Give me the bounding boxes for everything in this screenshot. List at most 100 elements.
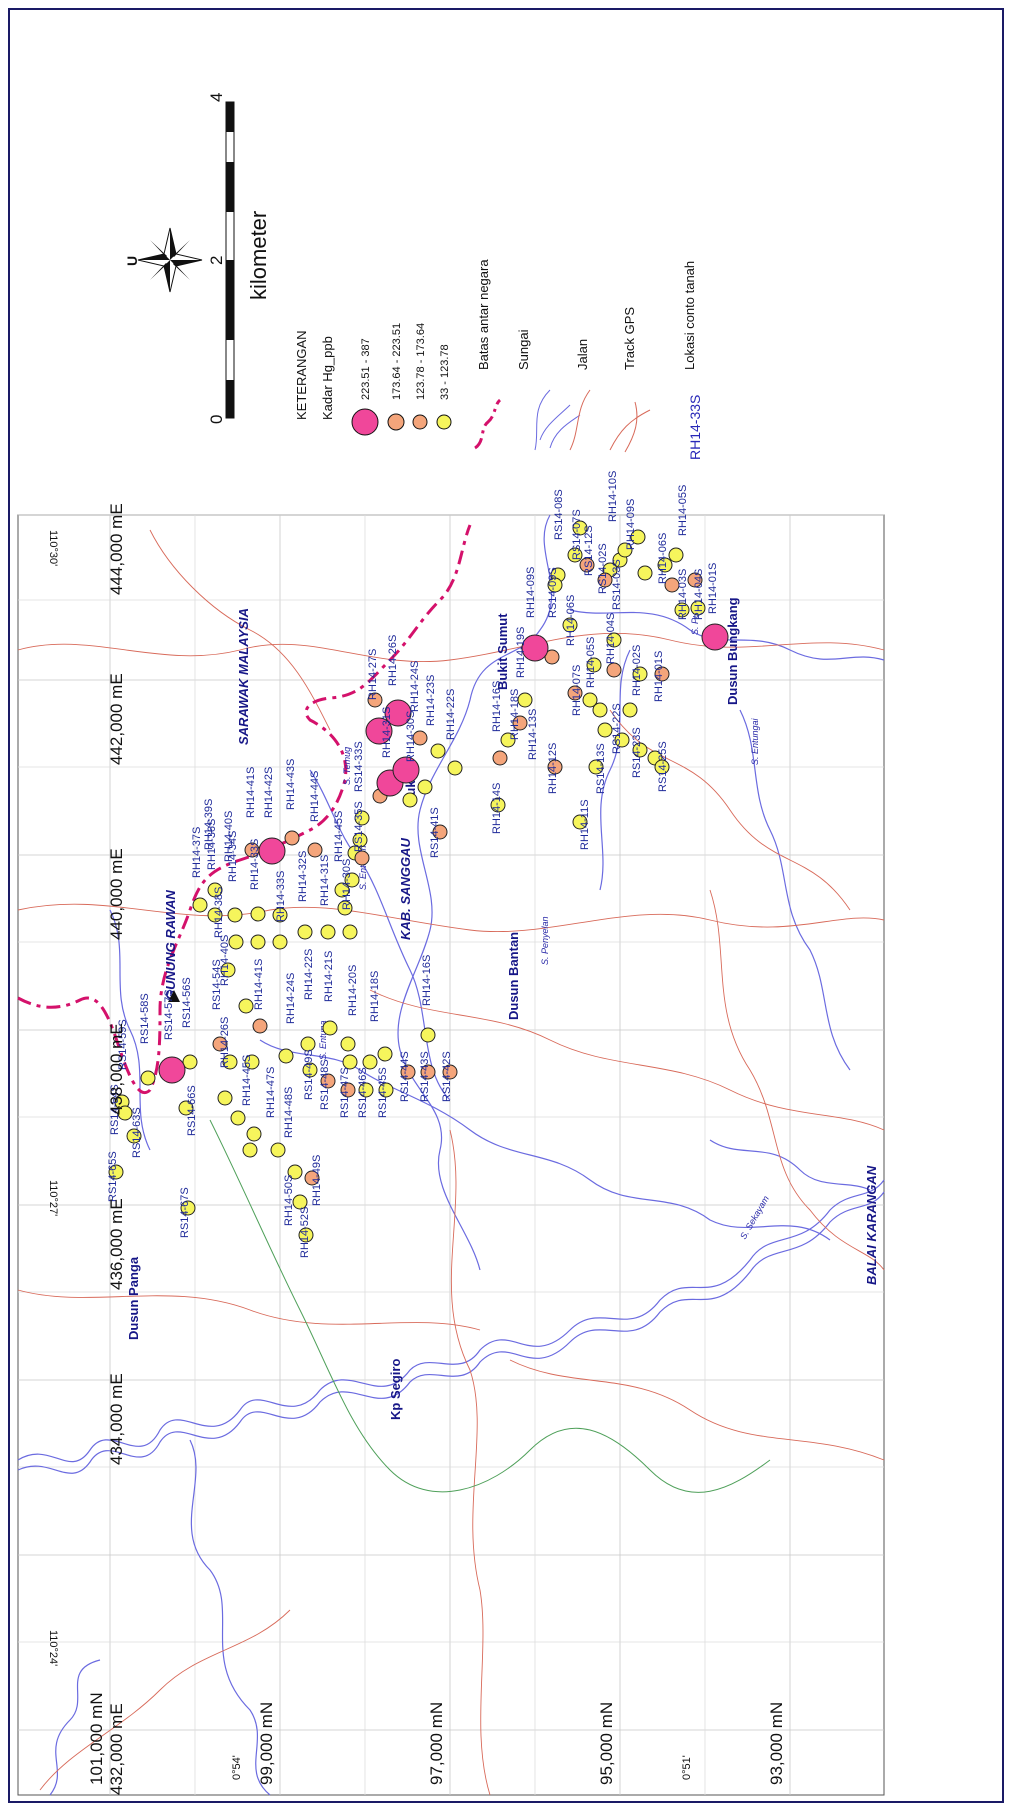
sample-label: RS14-65S <box>107 1151 119 1202</box>
grid-e-432: 432,000 mE <box>107 1703 126 1795</box>
sample-point-low <box>342 924 358 940</box>
sample-label: RS14-46S <box>357 1067 369 1118</box>
grat-0-54: 0°54' <box>231 1755 243 1780</box>
north-label: U <box>124 256 140 266</box>
grid-e-440: 440,000 mE <box>107 848 126 940</box>
sample-label: RS14-02S <box>597 543 609 594</box>
sample-label: RS14-22S <box>611 703 623 754</box>
sample-point-low <box>630 529 646 545</box>
legend-class-2: 173.64 - 223.51 <box>391 323 403 400</box>
sample-point-mid <box>354 850 370 866</box>
sample-point-low <box>592 702 608 718</box>
sample-point-low <box>362 1054 378 1070</box>
sample-point-mid <box>420 1064 436 1080</box>
sample-point-mid <box>400 1064 416 1080</box>
grat-110-27: 110°27' <box>47 1180 59 1216</box>
grid-n-101: 101,000 mN <box>87 1692 106 1785</box>
sample-label: RH14-11S <box>579 799 591 850</box>
label-kp-segiro: Kp Segiro <box>388 1359 403 1420</box>
sample-point-low <box>242 1142 258 1158</box>
sample-label: RS14-35S <box>353 801 365 852</box>
sample-point-low <box>320 924 336 940</box>
sample-point-low <box>207 882 223 898</box>
legend-river-symbol <box>534 389 581 451</box>
sample-label: RS14-56S <box>181 977 193 1028</box>
grid-n-99: 99,000 mN <box>257 1702 276 1785</box>
sample-label: RS14-07S <box>571 509 583 560</box>
sample-label: RH14-20S <box>347 965 359 1016</box>
grid-n-97: 97,000 mN <box>427 1702 446 1785</box>
sample-label: RS14-23S <box>631 727 643 778</box>
sample-label: RH14-41S <box>253 959 265 1010</box>
label-sarawak: SARAWAK MALAYSIA <box>236 608 251 745</box>
sample-point-low <box>358 1082 374 1098</box>
sample-point-low <box>220 962 236 978</box>
sample-label: RH14-45S <box>333 811 345 862</box>
sample-point-low <box>297 924 313 940</box>
sample-label: RH14-02S <box>631 645 643 696</box>
sample-point-low <box>126 1128 142 1144</box>
sample-label: RH14-42S <box>263 767 275 818</box>
sample-point-low <box>117 1105 133 1121</box>
grid-e-436: 436,000 mE <box>107 1198 126 1290</box>
sample-point-low <box>622 702 638 718</box>
sample-point-low <box>298 1227 314 1243</box>
sample-point-low <box>192 897 208 913</box>
sample-point-low <box>222 1054 238 1070</box>
sample-label: RH14-26S <box>387 635 399 686</box>
sample-point-mid <box>252 1018 268 1034</box>
sample-point-mid <box>432 824 448 840</box>
sample-point-mid <box>597 572 613 588</box>
sample-point-low <box>140 1070 156 1086</box>
label-dusun-bantan: Dusun Bantan <box>506 932 521 1020</box>
sample-point-low <box>322 1020 338 1036</box>
sample-label: RH14-30S <box>405 711 417 762</box>
sample-point-mid <box>367 692 383 708</box>
sample-label: RH14-05S <box>585 637 597 688</box>
legend-symbol-mid2 <box>412 414 428 430</box>
sample-point-mid <box>687 572 703 588</box>
sample-label: RS14-08S <box>553 489 565 540</box>
road-network <box>17 529 885 1796</box>
sample-label: RS14-09S <box>547 567 559 618</box>
sample-point-low <box>272 907 288 923</box>
sample-label: RH14-16S <box>491 681 503 732</box>
sample-point-low <box>300 1036 316 1052</box>
sample-point-mid <box>284 830 300 846</box>
legend-class-1: 223.51 - 387 <box>360 338 372 400</box>
legend-track-symbol <box>609 401 651 453</box>
sample-point-low <box>402 792 418 808</box>
legend: 0 2 4 kilometer U KETERANGAN Kadar Hg_pp… <box>124 93 703 460</box>
sample-label: RH14-39S <box>203 799 215 850</box>
sample-label: RS14-44S <box>399 1051 411 1102</box>
sample-point-mid <box>304 1170 320 1186</box>
sample-point-low <box>228 934 244 950</box>
sample-point-mid <box>512 715 528 731</box>
sample-point-low <box>572 814 588 830</box>
sample-label: RH14-18S <box>509 689 521 740</box>
grat-110-24: 110°24' <box>47 1630 59 1666</box>
legend-sample-example: RH14-33S <box>687 395 703 460</box>
legend-symbol-mid1 <box>387 413 405 431</box>
sample-label: RS14-43S <box>419 1051 431 1102</box>
sample-point-low <box>180 1200 196 1216</box>
north-arrow-icon <box>137 227 203 293</box>
sample-point-low <box>238 998 254 1014</box>
sample-point-low <box>178 1100 194 1116</box>
sample-point-low <box>352 832 368 848</box>
sample-label: RS14-58S <box>139 993 151 1044</box>
sample-label: RH14-24S <box>409 661 421 712</box>
sample-point-mid <box>579 557 595 573</box>
sample-label: RH14-50S <box>283 1175 295 1226</box>
label-dusun-bungkang: Dusun Bungkang <box>725 597 740 705</box>
sample-label: RS14-41S <box>429 807 441 858</box>
sample-point-low <box>588 759 604 775</box>
sample-point-high <box>521 634 549 662</box>
sample-point-low <box>292 1194 308 1210</box>
sample-point-low <box>654 759 670 775</box>
sample-label: RH14-16S <box>421 955 433 1006</box>
sample-point-low <box>690 600 706 616</box>
sample-point-low <box>420 1027 436 1043</box>
sample-label: RS14-67S <box>179 1187 191 1238</box>
